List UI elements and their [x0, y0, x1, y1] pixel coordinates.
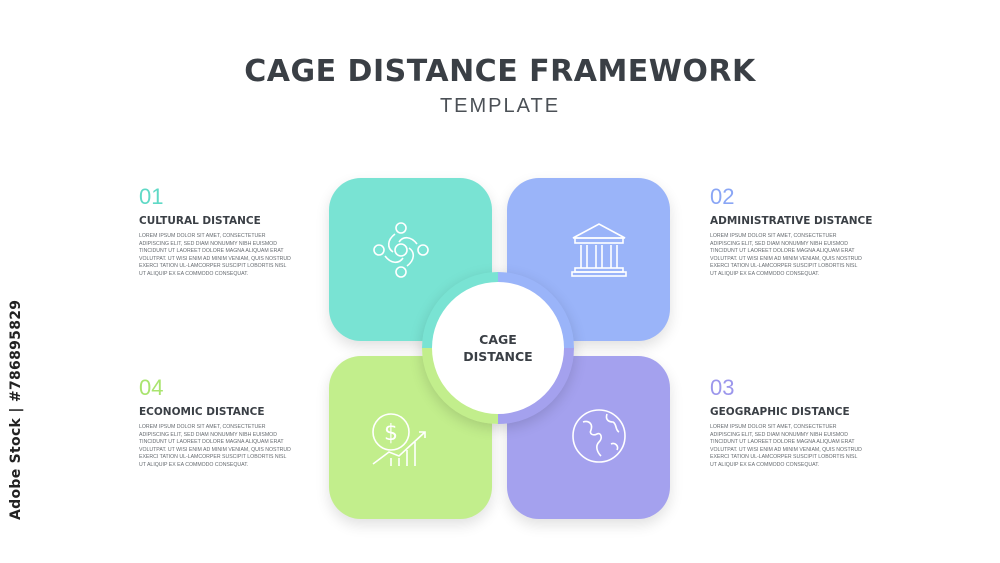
section-administrative: 02 ADMINISTRATIVE DISTANCE LOREM IPSUM D… — [710, 184, 873, 279]
svg-text:$: $ — [384, 421, 398, 446]
section-number: 02 — [710, 184, 735, 209]
stock-id-text: Adobe Stock | #786895829 — [8, 299, 24, 520]
section-body: LOREM IPSUM DOLOR SIT AMET, CONSECTETUER… — [139, 424, 291, 468]
section-body: LOREM IPSUM DOLOR SIT AMET, CONSECTETUER… — [139, 233, 291, 277]
section-geographic: 03 GEOGRAPHIC DISTANCE LOREM IPSUM DOLOR… — [710, 376, 865, 470]
section-cultural: 01 CULTURAL DISTANCE LOREM IPSUM DOLOR S… — [139, 185, 294, 279]
center-label-line-1: CAGE — [479, 332, 517, 347]
section-body: LOREM IPSUM DOLOR SIT AMET, CONSECTETUER… — [710, 233, 862, 277]
center-label: CAGE DISTANCE — [432, 282, 564, 414]
stock-id-sidebar: Adobe Stock | #786895829 — [8, 299, 28, 520]
page-title: CAGE DISTANCE FRAMEWORK — [244, 54, 756, 89]
center-label-line-2: DISTANCE — [463, 349, 533, 364]
section-number: 04 — [139, 375, 164, 400]
people-circle-icon — [373, 222, 429, 278]
globe-icon — [572, 409, 626, 463]
section-number: 03 — [710, 375, 735, 400]
section-heading: ECONOMIC DISTANCE — [139, 406, 265, 418]
section-heading: ADMINISTRATIVE DISTANCE — [710, 215, 873, 227]
tile-cultural — [329, 178, 492, 341]
government-building-icon — [571, 223, 627, 277]
section-heading: CULTURAL DISTANCE — [139, 215, 261, 227]
section-body: LOREM IPSUM DOLOR SIT AMET, CONSECTETUER… — [710, 424, 862, 468]
page-subtitle: TEMPLATE — [439, 95, 561, 117]
section-number: 01 — [139, 184, 164, 209]
section-economic: 04 ECONOMIC DISTANCE LOREM IPSUM DOLOR S… — [139, 376, 294, 470]
dollar-growth-icon: $ — [372, 413, 426, 466]
section-heading: GEOGRAPHIC DISTANCE — [710, 406, 850, 418]
